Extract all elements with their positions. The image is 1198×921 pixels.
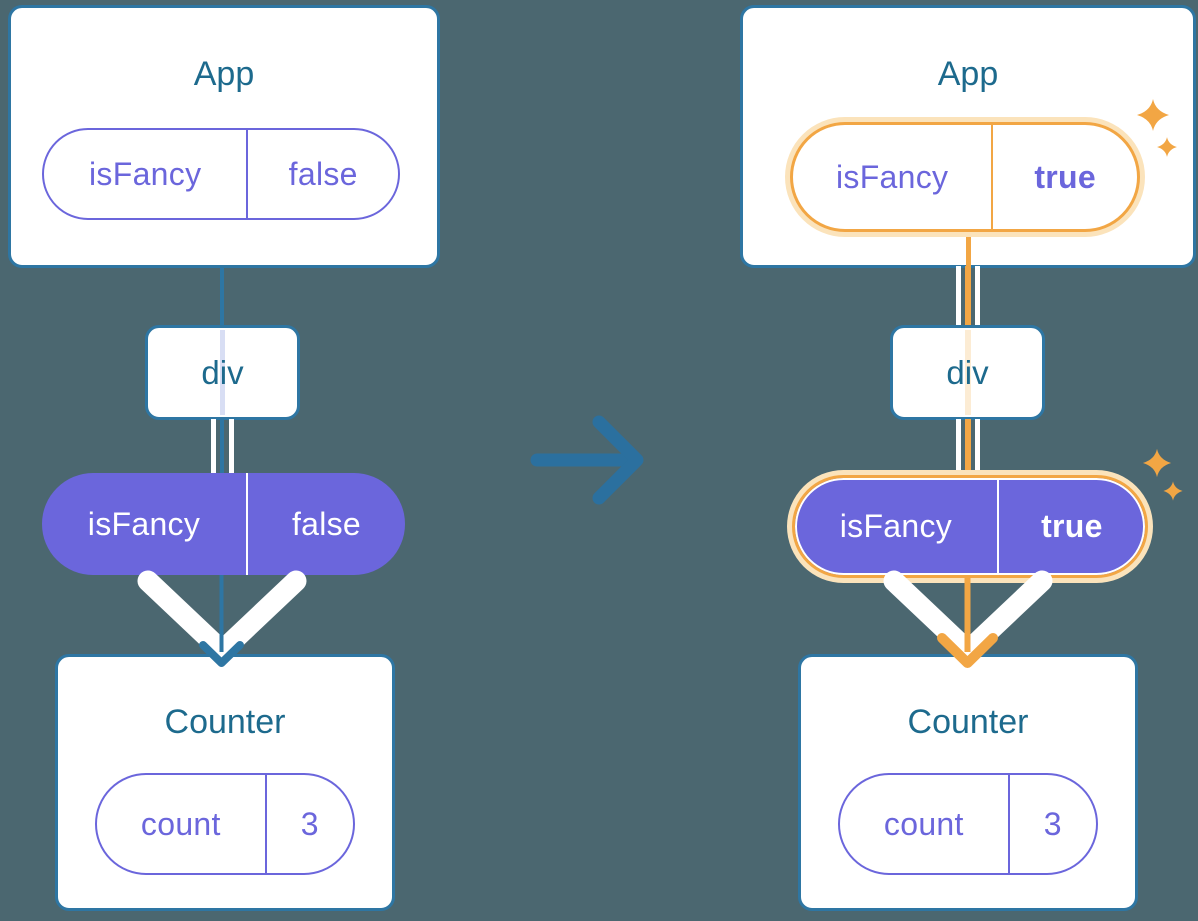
- state-name: count: [97, 775, 267, 873]
- before-app-to-div-line: [219, 266, 224, 327]
- after-app-prop-pill: isFancy true: [790, 122, 1140, 232]
- prop-name: isFancy: [44, 130, 249, 218]
- prop-name: isFancy: [42, 473, 248, 575]
- after-counter-state-pill: count 3: [838, 773, 1098, 875]
- before-div-box: div: [145, 325, 300, 420]
- before-app-box: App isFancy false: [8, 5, 440, 268]
- after-prop-flow-line-faint: [964, 330, 971, 415]
- after-app-title: App: [937, 55, 999, 93]
- after-div-box: div: [890, 325, 1045, 420]
- after-passed-prop-pill: isFancy true: [792, 475, 1148, 578]
- before-bundle-white-left: [210, 419, 216, 478]
- prop-value: false: [288, 155, 358, 192]
- after-counter-box: Counter count 3: [798, 654, 1138, 911]
- before-prop-flow-line-faint: [219, 330, 225, 415]
- prop-name: isFancy: [793, 125, 994, 229]
- before-passed-prop-pill: isFancy false: [42, 473, 405, 575]
- after-bundle2-white-left: [955, 419, 961, 479]
- after-bundle2-center-line: [964, 419, 971, 479]
- after-app-box: App isFancy true: [740, 5, 1196, 268]
- prop-value: true: [1034, 158, 1096, 195]
- after-counter-title: Counter: [907, 703, 1029, 741]
- before-counter-state-pill: count 3: [95, 773, 355, 875]
- state-value: 3: [300, 805, 319, 842]
- after-prop-flow-line: [965, 234, 971, 268]
- prop-value: false: [291, 505, 362, 542]
- sparkle-icon: [1163, 481, 1183, 501]
- before-counter-box: Counter count 3: [55, 654, 395, 911]
- transition-arrow-icon: [530, 415, 644, 505]
- after-render-chevron-icon: [883, 570, 1053, 662]
- before-div-title: div: [201, 353, 244, 391]
- before-bundle-white-right: [228, 419, 234, 478]
- state-value: 3: [1043, 805, 1062, 842]
- after-bundle-white-right: [974, 266, 980, 327]
- after-bundle-center-line: [964, 266, 971, 327]
- after-bundle-white-left: [955, 266, 961, 327]
- after-bundle2-white-right: [974, 419, 980, 479]
- state-name: count: [840, 775, 1010, 873]
- before-app-title: App: [193, 55, 255, 93]
- after-div-title: div: [946, 353, 989, 391]
- prop-name: isFancy: [795, 478, 999, 575]
- before-render-chevron-icon: [137, 570, 307, 662]
- prop-value: true: [1041, 508, 1103, 544]
- sparkle-icon: [1142, 448, 1172, 478]
- before-app-prop-pill: isFancy false: [42, 128, 400, 220]
- before-counter-title: Counter: [164, 703, 286, 741]
- before-bundle-center-line: [219, 419, 224, 478]
